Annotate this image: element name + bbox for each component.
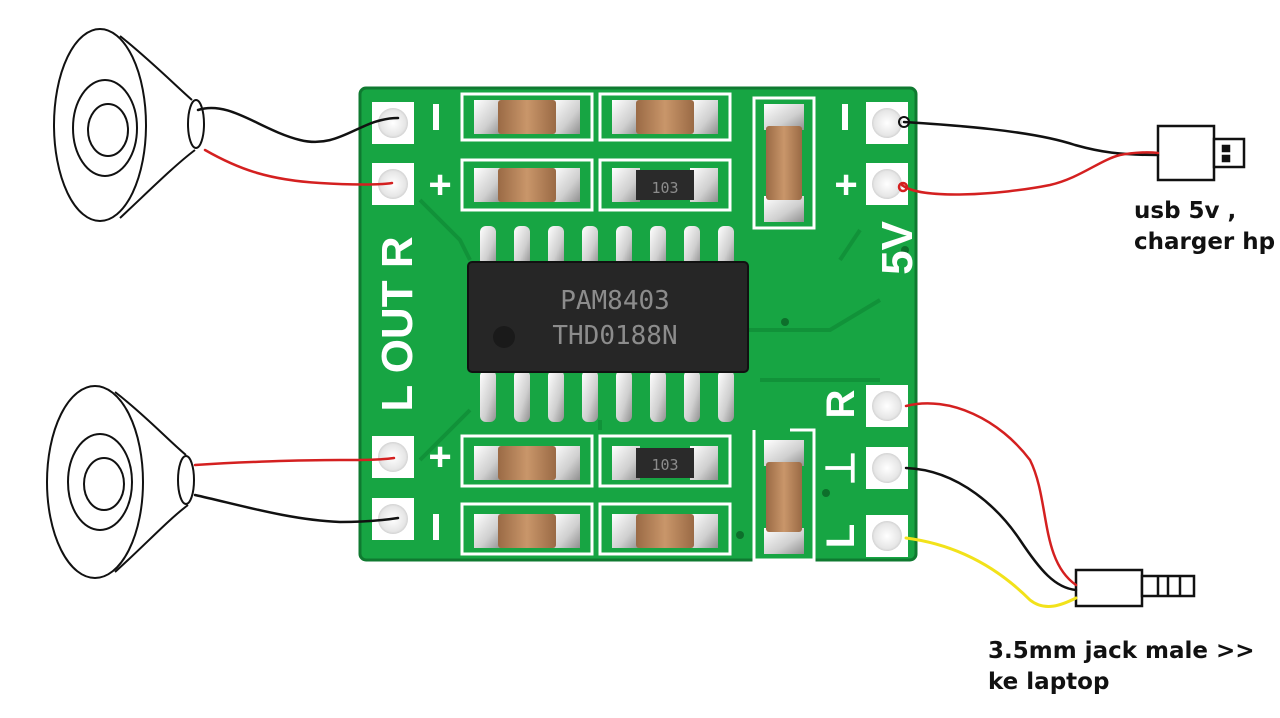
chip-pin — [684, 226, 700, 266]
wire-left-speaker-minus — [193, 493, 400, 524]
pam8403-chip — [467, 226, 749, 422]
usb-plug-icon — [1156, 124, 1246, 182]
chip-pin — [480, 370, 496, 422]
chip-pin — [616, 370, 632, 422]
pad-5v-minus — [866, 102, 908, 144]
pad-in-l — [866, 515, 908, 557]
chip-pin — [548, 370, 564, 422]
chip-marking-line2: THD0188N — [552, 321, 677, 351]
chip-pin — [514, 370, 530, 422]
label-input-gnd: ⊥ — [819, 451, 863, 486]
chip-pin — [718, 226, 734, 266]
jack-note: 3.5mm jack male >> ke laptop — [988, 636, 1255, 698]
chip-marking-line1: PAM8403 — [560, 286, 670, 316]
chip-pin — [514, 226, 530, 266]
chip-pin — [582, 370, 598, 422]
solder-pads — [372, 102, 908, 557]
wire-jack-ground — [904, 466, 1078, 592]
chip-pin — [480, 226, 496, 266]
label-plus-5v: + — [834, 163, 857, 207]
speaker-icon — [46, 385, 195, 579]
jack-note-line1: 3.5mm jack male >> — [988, 638, 1255, 664]
wire-jack-right — [904, 402, 1078, 587]
wire-usb-5v — [900, 151, 1160, 196]
chip-pin — [684, 370, 700, 422]
minus-marks — [433, 104, 848, 540]
chip-pin — [650, 370, 666, 422]
usb-note-line1: usb 5v , — [1134, 198, 1237, 224]
wire-right-speaker-minus — [196, 106, 400, 143]
chip-pin — [650, 226, 666, 266]
speaker-icon — [53, 28, 205, 222]
chip-pin — [616, 226, 632, 266]
wire-right-speaker-plus — [203, 148, 394, 186]
label-input-r: R — [819, 389, 863, 418]
resistor-code-top: 103 — [651, 179, 678, 197]
jack-note-line2: ke laptop — [988, 669, 1110, 695]
audio-jack-icon — [1074, 568, 1196, 608]
label-plus-right-out: + — [428, 163, 451, 207]
label-5v: 5V — [873, 220, 922, 274]
wire-usb-ground — [902, 120, 1160, 157]
chip-pin — [582, 226, 598, 266]
label-plus-left-out: + — [428, 435, 451, 479]
pad-left-r-minus — [372, 102, 414, 144]
usb-note: usb 5v , charger hp — [1134, 196, 1275, 258]
pad-in-r — [866, 385, 908, 427]
chip-pin — [718, 370, 734, 422]
resistor-code-bottom: 103 — [651, 456, 678, 474]
pad-in-gnd — [866, 447, 908, 489]
chip-pin — [548, 226, 564, 266]
wires — [193, 106, 1160, 608]
label-l-out-r: L OUT R — [373, 236, 422, 411]
pad-left-r-plus — [372, 163, 414, 205]
wire-left-speaker-plus — [193, 456, 396, 467]
smd-components — [474, 100, 804, 554]
wire-jack-left — [904, 536, 1078, 608]
usb-note-line2: charger hp — [1134, 229, 1276, 255]
label-input-l: L — [819, 524, 863, 548]
